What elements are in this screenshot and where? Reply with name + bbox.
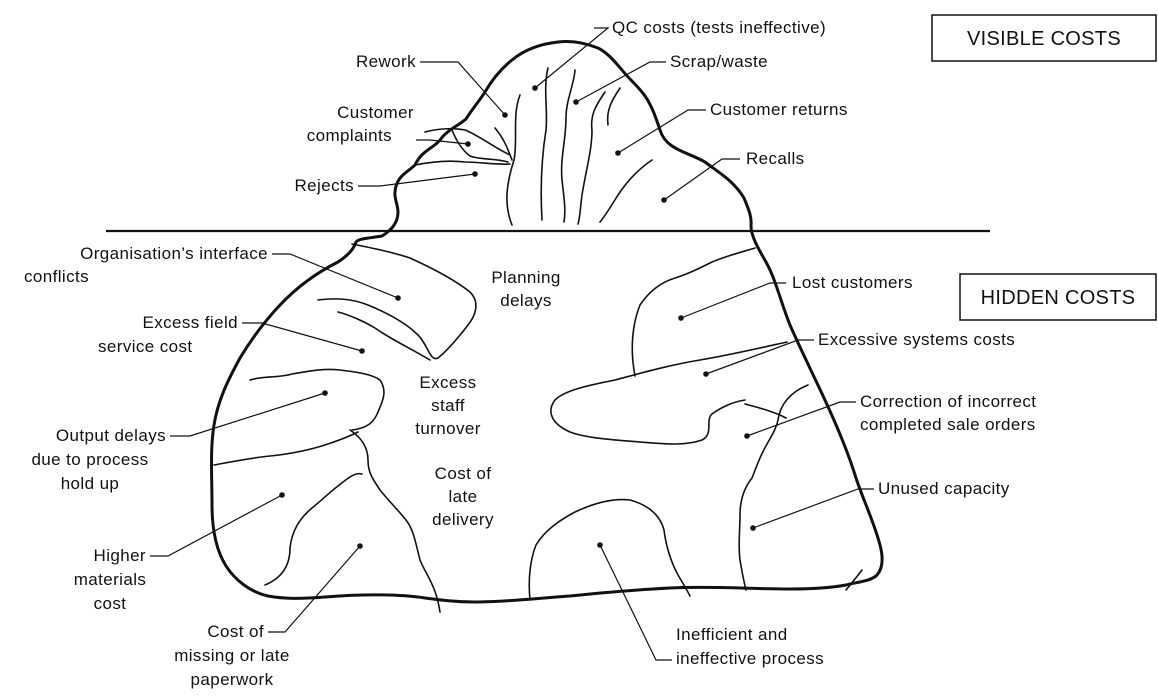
hidden-costs-box: HIDDEN COSTS [960, 274, 1156, 320]
visible-costs-label: VISIBLE COSTS [967, 28, 1121, 50]
label-interface-2: conflicts [24, 267, 89, 286]
label-output-delays-2: due to process [31, 450, 148, 469]
label-materials-2: materials [74, 570, 147, 589]
leader-lines [150, 28, 874, 660]
label-lost-customers: Lost customers [792, 273, 913, 292]
label-field-service-1: Excess field [142, 313, 238, 332]
leader-unused [753, 489, 874, 528]
label-staff-3: turnover [415, 419, 481, 438]
hidden-costs-label: HIDDEN COSTS [981, 287, 1136, 309]
leader-complaints [416, 140, 468, 144]
tip-crevices [415, 68, 652, 225]
label-paperwork-1: Cost of [207, 622, 264, 641]
label-rework: Rework [356, 52, 416, 71]
visible-cost-labels: QC costs (tests ineffective) Rework Scra… [295, 18, 848, 195]
leader-interface [272, 254, 398, 298]
label-inefficient-2: ineffective process [676, 649, 824, 668]
leader-inefficient [600, 545, 672, 660]
label-correction-2: completed sale orders [860, 415, 1036, 434]
label-staff-1: Excess [419, 373, 476, 392]
label-late-delivery-3: delivery [432, 510, 494, 529]
label-unused-capacity: Unused capacity [878, 479, 1010, 498]
label-materials-1: Higher [94, 546, 146, 565]
label-paperwork-2: missing or late [174, 646, 290, 665]
label-systems-costs: Excessive systems costs [818, 330, 1015, 349]
label-materials-3: cost [94, 594, 127, 613]
label-qc-costs: QC costs (tests ineffective) [612, 18, 826, 37]
visible-costs-box: VISIBLE COSTS [932, 15, 1156, 61]
label-late-delivery-1: Cost of [435, 464, 492, 483]
label-planning-1: Planning [491, 268, 560, 287]
leader-qc-costs [535, 28, 608, 88]
label-planning-2: delays [500, 291, 552, 310]
label-field-service-2: service cost [98, 337, 193, 356]
label-output-delays-3: hold up [61, 474, 120, 493]
label-scrap-waste: Scrap/waste [670, 52, 768, 71]
label-customer-complaints-2: complaints [307, 126, 392, 145]
label-customer-returns: Customer returns [710, 100, 848, 119]
leader-rejects [358, 174, 475, 186]
leader-paperwork [268, 546, 360, 632]
label-interface-1: Organisation’s interface [80, 244, 268, 263]
label-rejects: Rejects [295, 176, 355, 195]
label-paperwork-3: paperwork [191, 670, 274, 689]
label-recalls: Recalls [746, 149, 805, 168]
label-late-delivery-2: late [448, 487, 477, 506]
label-output-delays-1: Output delays [56, 426, 166, 445]
leader-lost-customers [681, 283, 786, 318]
label-customer-complaints-1: Customer [337, 103, 414, 122]
label-correction-1: Correction of incorrect [860, 392, 1036, 411]
label-inefficient-1: Inefficient and [676, 625, 788, 644]
label-staff-2: staff [431, 396, 465, 415]
hidden-cost-labels: Organisation’s interface conflicts Exces… [24, 244, 1036, 689]
leader-output-delays [170, 393, 325, 436]
leader-rework [420, 62, 505, 115]
